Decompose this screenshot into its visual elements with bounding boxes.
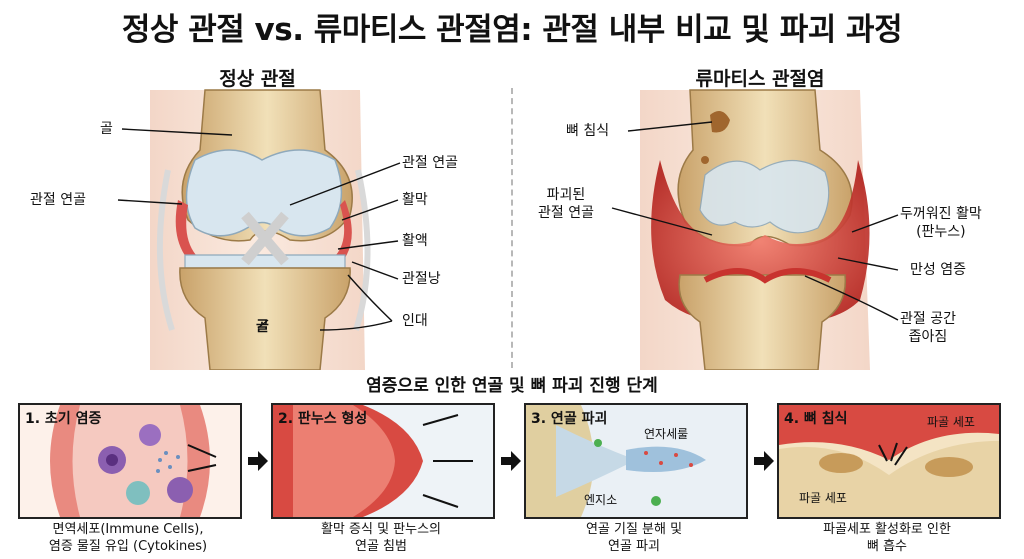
normal-leader-lines: [117, 128, 401, 331]
stage-2-title: 2. 판누스 형성: [278, 411, 368, 427]
stage-panel-1: 1. 초기 염증: [18, 403, 242, 519]
stage-4-caption: 파골세포 활성화로 인한 뼈 흡수: [823, 522, 951, 554]
stage-3-title: 3. 연골 파괴: [531, 411, 608, 427]
stage-4-illustration: [779, 405, 999, 517]
stages-heading: 염증으로 인한 연골 및 뼈 파괴 진행 단계: [366, 376, 658, 396]
stage-3-label-a: 연자세룰: [644, 427, 689, 441]
label-cartilage-right: 관절 연골: [402, 155, 458, 171]
label-joint-narrowing: 관절 공간 좁아짐: [900, 311, 956, 345]
stage-2-illustration: [273, 405, 473, 517]
label-thick-synovium: 두꺼워진 활막 (판누스): [900, 206, 982, 240]
label-synovium: 활막: [402, 192, 428, 208]
label-ligament: 인대: [402, 313, 428, 329]
stage-panel-4: 4. 뼈 침식 파골 세포 파골 세포: [777, 403, 1001, 519]
ra-joint-illustration: [640, 89, 870, 370]
stage-4-label-a: 파골 세포: [927, 415, 975, 429]
stage-3-illustration: [526, 405, 706, 517]
label-chronic-inflammation: 만성 염증: [910, 262, 966, 278]
stage-1-illustration: [50, 405, 217, 517]
joint-illustrations: [117, 89, 899, 370]
label-bone-top: 골: [100, 121, 113, 137]
ra-leader-lines: [611, 121, 899, 321]
stage-1-caption: 면역세포(Immune Cells), 염증 물질 유입 (Cytokines): [48, 522, 208, 554]
stage-2-caption: 활막 증식 및 판누스의 연골 침범: [320, 522, 442, 554]
stage-4-label-b: 파골 세포: [799, 491, 847, 505]
normal-joint-illustration: [150, 89, 371, 370]
normal-joint-heading: 정상 관절: [219, 68, 296, 90]
stage-panel-3: 3. 연골 파괴 연자세룰 엔지소: [524, 403, 748, 519]
page-title: 정상 관절 vs. 류마티스 관절염: 관절 내부 비교 및 파괴 과정: [121, 12, 903, 48]
label-destroyed-cartilage: 파괴된 관절 연골: [538, 187, 594, 221]
stage-1-title: 1. 초기 염증: [25, 411, 102, 427]
stage-3-label-b: 엔지소: [584, 493, 618, 507]
stage-3-caption: 연골 기질 분해 및 연골 파괴: [585, 522, 683, 554]
label-capsule: 관절낭: [402, 271, 441, 287]
arrow-right-icon: [754, 451, 774, 471]
label-bone-erosion: 뼈 침식: [566, 123, 610, 139]
arrow-right-icon: [248, 451, 268, 471]
section-divider: [511, 88, 513, 368]
stage-4-title: 4. 뼈 침식: [784, 411, 848, 427]
stage-panel-2: 2. 판누스 형성: [271, 403, 495, 519]
label-synovial-fluid: 활액: [402, 233, 428, 249]
label-cartilage-left: 관절 연골: [30, 192, 86, 208]
label-bone-bottom: 골: [256, 319, 269, 335]
ra-joint-heading: 류마티스 관절염: [695, 68, 825, 90]
arrow-right-icon: [501, 451, 521, 471]
